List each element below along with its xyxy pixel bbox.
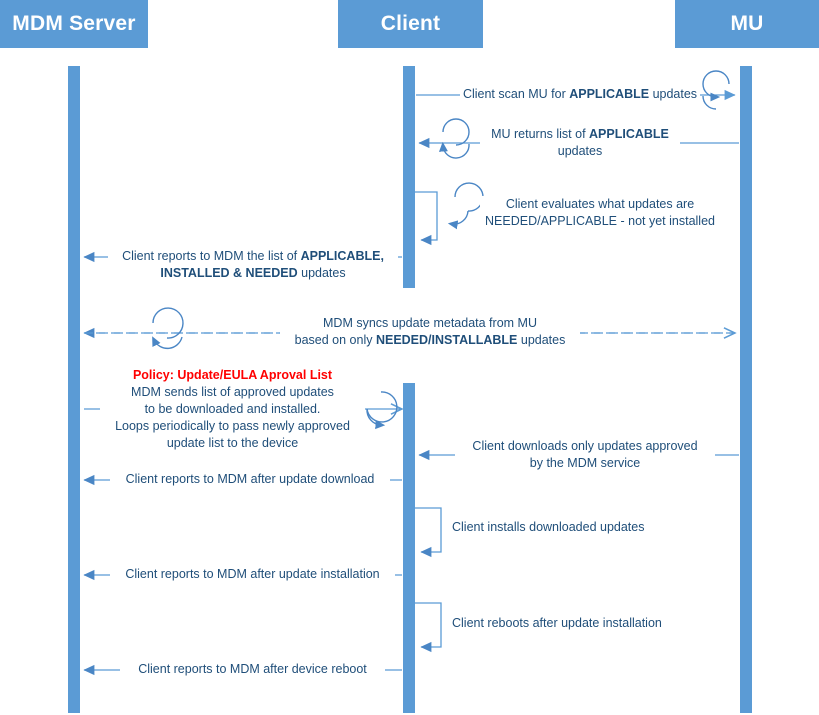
message-text-segment: Client installs downloaded updates bbox=[452, 520, 645, 534]
arrow-m11-self bbox=[415, 602, 442, 653]
message-label-m7: Client downloads only updates approved b… bbox=[455, 438, 715, 472]
message-text-segment: Client downloads only updates approved b… bbox=[472, 439, 698, 470]
message-text-segment: APPLICABLE, bbox=[300, 249, 384, 263]
message-text-segment: Client scan MU for bbox=[462, 87, 570, 101]
arrow-m3-self bbox=[415, 182, 484, 246]
lifeline-client-upper bbox=[403, 66, 415, 288]
message-text-segment: Client reports to MDM after device reboo… bbox=[138, 662, 367, 676]
policy-title-m6: Policy: Update/EULA Aproval List bbox=[132, 368, 333, 382]
message-label-m9: Client installs downloaded updates bbox=[452, 519, 682, 536]
message-text-segment: Client reports to MDM after update downl… bbox=[125, 472, 375, 486]
lifeline-mdm bbox=[68, 66, 80, 713]
message-text-segment: INSTALLED & NEEDED bbox=[160, 266, 298, 280]
message-text-segment: Client evaluates what updates are NEEDED… bbox=[485, 197, 715, 228]
message-text-segment: updates bbox=[649, 87, 698, 101]
message-label-m3: Client evaluates what updates are NEEDED… bbox=[480, 196, 720, 230]
participant-label-client: Client bbox=[380, 12, 441, 35]
participant-label-mdm: MDM Server bbox=[12, 12, 136, 35]
lifeline-client-lower bbox=[403, 383, 415, 713]
message-text-segment: Client reports to MDM the list of bbox=[122, 249, 301, 263]
participant-header-mu[interactable]: MU bbox=[675, 0, 819, 48]
message-label-m12: Client reports to MDM after device reboo… bbox=[120, 661, 385, 678]
message-label-m11: Client reboots after update installation bbox=[452, 615, 682, 632]
participant-label-mu: MU bbox=[730, 12, 764, 35]
message-text-segment: NEEDED/INSTALLABLE bbox=[375, 333, 518, 347]
message-text-segment: updates bbox=[557, 144, 603, 158]
message-text-segment: Client reboots after update installation bbox=[452, 616, 662, 630]
message-label-m4: Client reports to MDM the list of APPLIC… bbox=[108, 248, 398, 282]
message-label-m5: MDM syncs update metadata from MU based … bbox=[280, 315, 580, 349]
message-text-segment: updates bbox=[517, 333, 566, 347]
message-label-m2: MU returns list of APPLICABLE updates bbox=[480, 126, 680, 160]
message-label-m10: Client reports to MDM after update insta… bbox=[110, 566, 395, 583]
message-text-segment: APPLICABLE bbox=[569, 87, 650, 101]
lifeline-mu bbox=[740, 66, 752, 713]
message-text-segment: MDM sends list of approved updates to be… bbox=[115, 385, 350, 450]
participant-header-mdm[interactable]: MDM Server bbox=[0, 0, 148, 48]
message-label-m1: Client scan MU for APPLICABLE updates bbox=[460, 86, 700, 103]
message-text-segment: Client reports to MDM after update insta… bbox=[125, 567, 380, 581]
participant-header-client[interactable]: Client bbox=[338, 0, 483, 48]
message-text-segment: MDM syncs update metadata from MU based … bbox=[294, 316, 537, 347]
message-text-segment: updates bbox=[297, 266, 346, 280]
message-text-segment: APPLICABLE bbox=[589, 127, 669, 141]
arrow-m9-self bbox=[415, 507, 442, 558]
message-text-segment: MU returns list of bbox=[491, 127, 590, 141]
message-label-m8: Client reports to MDM after update downl… bbox=[110, 471, 390, 488]
